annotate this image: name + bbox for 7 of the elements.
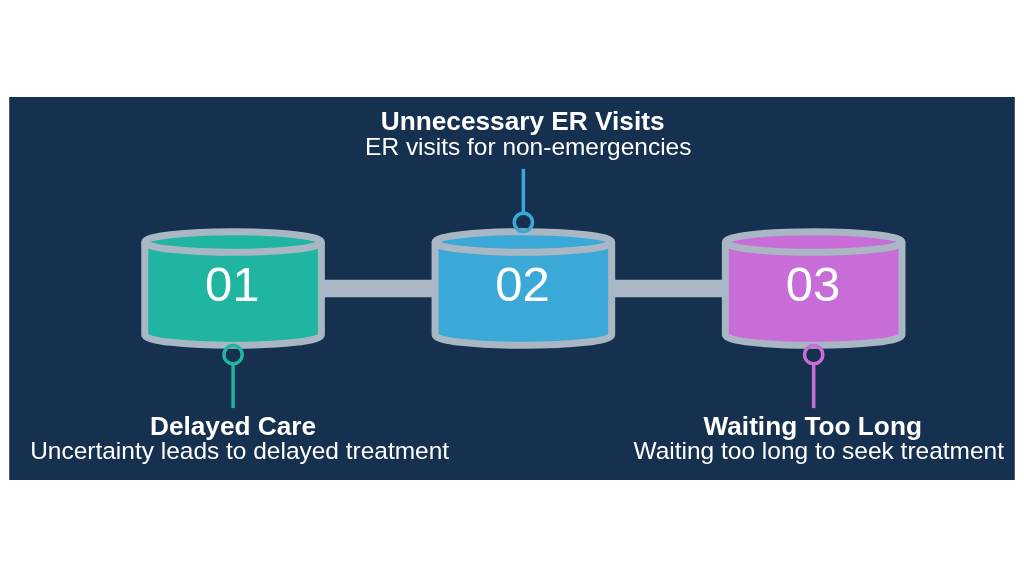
connector	[802, 343, 825, 408]
connector	[512, 168, 535, 233]
connector	[222, 343, 244, 408]
node-text: Unnecessary ER Visits ER visits for non-emergencies	[365, 105, 692, 160]
node-text: Delayed Care Uncertainty leads to delayed treatment	[30, 410, 450, 464]
connector	[321, 279, 435, 297]
node-text: Waiting Too Long Waiting too long to seek treatment	[633, 410, 1004, 464]
